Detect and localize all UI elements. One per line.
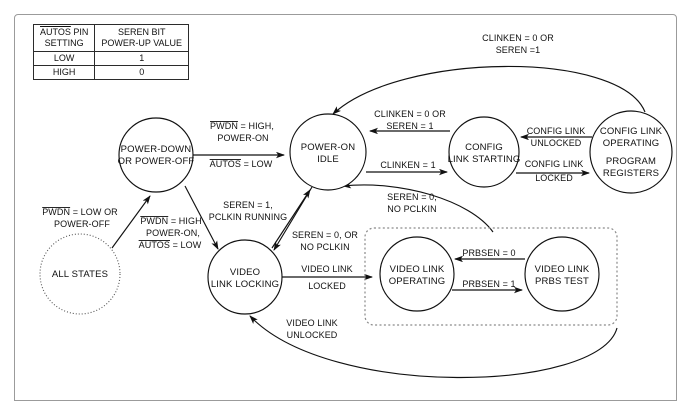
video-link-prbs-circle [524,236,600,312]
label-pd-to-poi-3: AUTOS = LOW [210,159,273,169]
label-all-to-pd-2: POWER-OFF [54,219,110,229]
label-prbs-to-vlo: PRBSEN = 0 [462,248,515,258]
autos-rest: PIN [70,27,89,37]
edge-all-to-powerdown [111,195,151,249]
label-vll-to-poi-1: SEREN = 0, [387,192,437,202]
config-link-starting-label-1: CONFIG [465,142,503,153]
video-link-locking-label-1: VIDEO [230,267,260,278]
edge-seren0-nopclkin-to-poweronidle [342,181,494,233]
node-config-link-operating: CONFIG LINK OPERATING PROGRAM REGISTERS [589,110,673,194]
edge-lines [111,65,646,379]
node-video-link-prbs-test: VIDEO LINK PRBS TEST [524,236,600,312]
video-link-locking-circle [207,239,283,315]
edge-configlinkoperating-to-poweronidle-curve [332,65,646,115]
video-link-operating-circle [379,236,455,312]
table-row: HIGH 0 [32,65,190,80]
autos-setting-line2: SETTING [44,38,84,48]
edge-labels: PWDN = LOW OR POWER-OFF PWDN = HIGH POWE… [42,33,585,340]
power-down-label-1: POWER-DOWN [121,144,192,155]
video-link-operating-label-2: OPERATING [389,276,446,287]
label-cls-to-clo-2: LOCKED [535,173,573,183]
label-all-to-pd-1: PWDN = LOW OR [42,207,118,217]
edge-all-to-videolinklocking [184,185,219,250]
config-link-operating-label-2: OPERATING [603,138,660,149]
node-power-on-idle: POWER-ON IDLE [289,113,367,191]
power-on-idle-label-1: POWER-ON [301,142,356,153]
label-clo-to-cls-2: UNLOCKED [531,138,582,148]
label-poi-to-cls: CLINKEN = 1 [380,160,435,170]
cell-value-high: 0 [94,65,190,80]
label-pd-to-vll-1: SEREN = 1, [223,200,273,210]
figure-border [14,14,677,401]
label-clo-to-cls-1: CONFIG LINK [527,126,586,136]
video-link-prbs-label-1: VIDEO LINK [535,264,590,275]
video-link-group-box [364,227,618,326]
edge-videolink-unlocked-curve [249,315,618,379]
autos-pin-table: AUTOS PIN SETTING SEREN BIT POWER-UP VAL… [32,24,190,80]
label-cls-to-clo-1: CONFIG LINK [525,159,584,169]
video-link-operating-label-1: VIDEO LINK [390,264,445,275]
config-link-operating-label-1: CONFIG LINK [600,126,663,137]
label-video-unlocked-1: VIDEO LINK [286,318,338,328]
label-clo-to-poi-1: CLINKEN = 0 OR [482,33,554,43]
power-down-label-2: OR POWER-OFF [118,156,195,167]
config-link-operating-label-4: REGISTERS [603,168,659,179]
node-power-down: POWER-DOWN OR POWER-OFF [118,117,195,193]
node-video-link-operating: VIDEO LINK OPERATING [379,236,455,312]
config-link-starting-label-2: LINK STARTING [448,154,521,165]
table-header-row: AUTOS PIN SETTING SEREN BIT POWER-UP VAL… [32,24,190,52]
label-pd-to-vll-2: PCLKIN RUNNING [209,212,287,222]
label-vlo-to-prbs: PRBSEN = 1 [462,279,515,289]
edge-videolinklocking-to-poweronidle [271,189,311,249]
label-poi-to-vll-2: NO PCLKIN [300,242,349,252]
seren-hdr-line1: SEREN BIT [117,27,166,37]
config-link-operating-label-3: PROGRAM [606,156,656,167]
node-config-link-starting: CONFIG LINK STARTING [448,116,521,188]
config-link-operating-circle [589,110,673,194]
video-link-prbs-label-2: PRBS TEST [535,276,589,287]
autos-overbar: AUTOS [40,27,71,37]
label-poi-to-vll-1: SEREN = 0, OR [292,230,358,240]
power-on-idle-circle [289,113,367,191]
node-all-states: ALL STATES [39,233,121,315]
power-down-circle [118,117,194,193]
video-link-locking-label-2: LINK LOCKING [211,279,279,290]
label-all-to-vll-2: POWER-ON, [146,228,200,238]
all-states-label: ALL STATES [52,269,108,280]
cell-setting-high: HIGH [32,65,96,80]
label-all-to-vll-3: AUTOS = LOW [139,240,202,250]
label-all-to-vll-1: PWDN = HIGH [140,216,201,226]
label-vll-to-vlo-2: LOCKED [308,281,346,291]
table-header-seren-bit: SEREN BIT POWER-UP VALUE [94,24,190,52]
seren-hdr-line2: POWER-UP VALUE [101,38,183,48]
label-clo-to-poi-2: SEREN =1 [496,45,541,55]
label-cls-to-poi-2: SEREN = 1 [386,121,433,131]
label-vll-to-vlo-1: VIDEO LINK [301,264,353,274]
all-states-circle [39,233,121,315]
label-video-unlocked-2: UNLOCKED [287,330,338,340]
config-link-starting-circle [448,116,520,188]
label-vll-to-poi-2: NO PCLKIN [387,204,436,214]
power-on-idle-label-2: IDLE [317,154,339,165]
node-video-link-locking: VIDEO LINK LOCKING [207,239,283,315]
label-cls-to-poi-1: CLINKEN = 0 OR [374,109,446,119]
label-pd-to-poi-1: PWDN = HIGH, [210,121,274,131]
label-pd-to-poi-2: POWER-ON [217,133,268,143]
